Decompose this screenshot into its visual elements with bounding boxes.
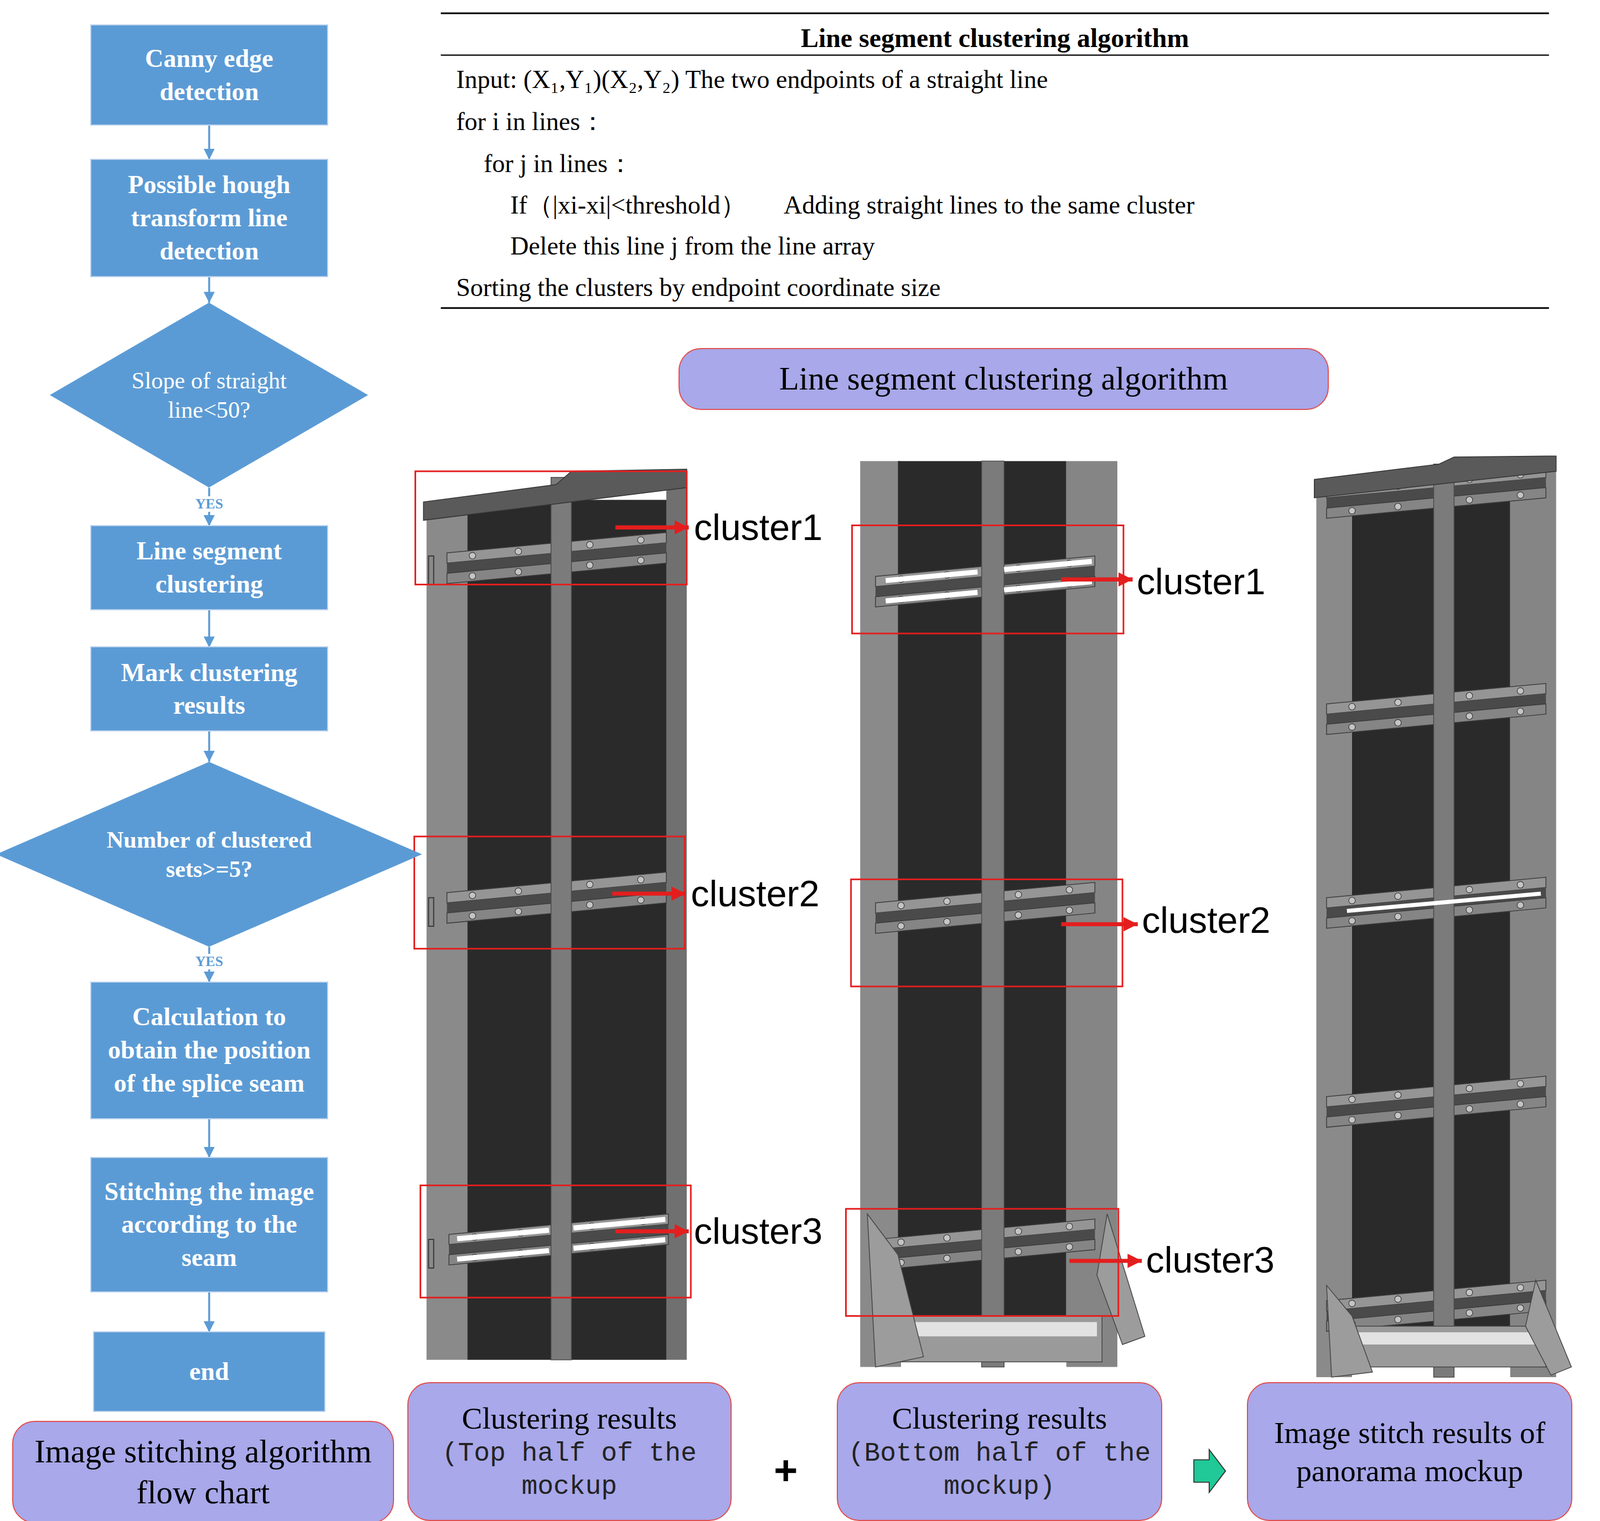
node-text: Image stitch results of panorama mockup bbox=[1256, 1414, 1564, 1491]
node-text: Slope of straight line<50? bbox=[116, 365, 302, 425]
plus-sign: + bbox=[773, 1447, 798, 1495]
text-group: Image stitch results of panorama mockup bbox=[1256, 1414, 1564, 1491]
text-group: Stitching the image according to the sea… bbox=[97, 1175, 321, 1276]
node-text: Possible hough transform line detection bbox=[97, 168, 321, 268]
code-line: Sorting the clusters by endpoint coordin… bbox=[456, 272, 941, 303]
diamond-shape bbox=[49, 302, 369, 488]
code-line: If（|xi-xi|<threshold） bbox=[510, 190, 747, 220]
caption-box: Image stitching algorithm flow chart bbox=[12, 1421, 395, 1521]
process-box: Line segment clustering bbox=[91, 526, 327, 610]
cluster-label: cluster3 bbox=[1146, 1239, 1275, 1282]
process-box: Calculation to obtain the position of th… bbox=[91, 982, 327, 1119]
node-text: Image stitching algorithm flow chart bbox=[21, 1431, 385, 1514]
code-line: Input: (X₁,Y₁)(X₂,Y₂) The two endpoints … bbox=[456, 64, 1048, 95]
cluster-label: cluster1 bbox=[694, 506, 823, 549]
text-group: Calculation to obtain the position of th… bbox=[97, 1000, 321, 1101]
text-group: Slope of straight line<50? bbox=[116, 365, 302, 425]
cluster-label: cluster2 bbox=[1141, 899, 1271, 942]
cluster-label: cluster1 bbox=[1136, 560, 1266, 603]
process-box: Stitching the image according to the sea… bbox=[91, 1158, 327, 1293]
text-group: Number of clustered sets>=5? bbox=[85, 825, 334, 884]
process-box: Mark clustering results bbox=[91, 647, 327, 731]
node-text: Mark clustering results bbox=[97, 656, 321, 723]
cluster-label: cluster2 bbox=[690, 872, 820, 915]
text-group: Clustering results(Bottom half of the mo… bbox=[845, 1399, 1153, 1505]
node-text: Calculation to obtain the position of th… bbox=[97, 1000, 321, 1101]
node-text: (Top half of the mockup bbox=[416, 1437, 723, 1505]
edge-label: YES bbox=[193, 496, 226, 512]
process-box: Canny edge detection bbox=[91, 25, 327, 125]
flow-arrow bbox=[208, 1291, 211, 1333]
decision-diamond: Number of clustered sets>=5? bbox=[0, 762, 423, 947]
code-line: for i in lines： bbox=[456, 106, 606, 137]
node-text: Canny edge detection bbox=[97, 42, 321, 109]
cluster-label: cluster3 bbox=[694, 1210, 823, 1253]
diamond-outline bbox=[49, 302, 369, 488]
text-group: Clustering results(Top half of the mocku… bbox=[416, 1399, 723, 1505]
diamond-outline bbox=[0, 762, 423, 947]
node-text: Stitching the image according to the sea… bbox=[97, 1175, 321, 1276]
diamond-shape bbox=[0, 762, 423, 947]
decision-diamond: Slope of straight line<50? bbox=[49, 302, 369, 488]
caption-box: Clustering results(Top half of the mocku… bbox=[407, 1382, 733, 1521]
flow-arrow bbox=[208, 124, 211, 160]
caption-box: Image stitch results of panorama mockup bbox=[1246, 1382, 1573, 1521]
text-group: Mark clustering results bbox=[97, 656, 321, 723]
end-box: end bbox=[94, 1332, 325, 1412]
node-text: Clustering results bbox=[845, 1399, 1153, 1438]
edge-label: YES bbox=[193, 954, 226, 970]
text-group: Image stitching algorithm flow chart bbox=[21, 1431, 385, 1514]
caption-box: Line segment clustering algorithm bbox=[678, 348, 1329, 410]
process-box: Possible hough transform line detection bbox=[91, 159, 327, 277]
node-text: Clustering results bbox=[416, 1399, 723, 1438]
flow-arrow bbox=[208, 730, 211, 763]
node-text: (Bottom half of the mockup) bbox=[845, 1437, 1153, 1505]
flow-arrow bbox=[208, 276, 211, 304]
text-group: Line segment clustering bbox=[97, 534, 321, 602]
node-text: Number of clustered sets>=5? bbox=[85, 825, 334, 884]
node-text: end bbox=[189, 1355, 230, 1389]
text-group: end bbox=[189, 1355, 230, 1389]
text-group: Line segment clustering algorithm bbox=[779, 358, 1229, 400]
code-line: Delete this line j from the line array bbox=[510, 231, 875, 261]
table-header: Line segment clustering algorithm bbox=[800, 22, 1189, 54]
caption-box: Clustering results(Bottom half of the mo… bbox=[836, 1382, 1163, 1521]
text-group: Canny edge detection bbox=[97, 42, 321, 109]
code-line: Adding straight lines to the same cluste… bbox=[783, 190, 1195, 220]
node-text: Line segment clustering bbox=[97, 534, 321, 602]
node-text: Line segment clustering algorithm bbox=[779, 358, 1229, 400]
text-group: Possible hough transform line detection bbox=[97, 168, 321, 268]
flow-arrow bbox=[208, 609, 211, 648]
flow-arrow bbox=[208, 1118, 211, 1159]
code-line: for j in lines： bbox=[483, 148, 634, 179]
